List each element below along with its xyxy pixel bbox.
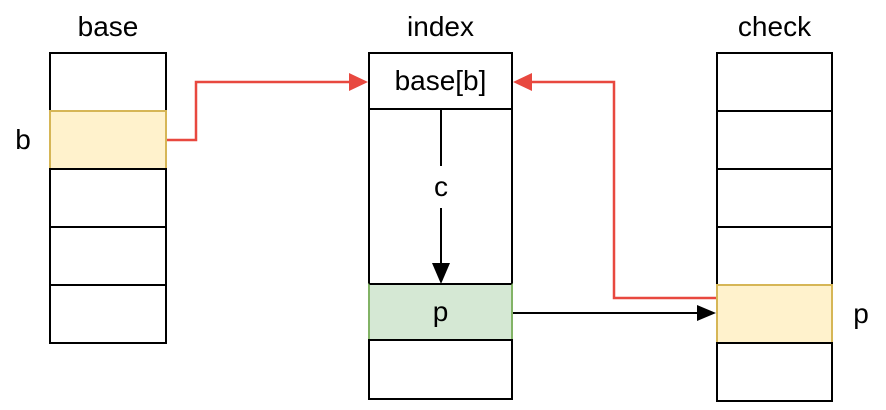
check-cell [716,342,833,402]
check-column-title: check [737,11,812,42]
check-cell [716,52,833,112]
base-row-label-b: b [15,124,31,155]
index-array: base[b] p [368,52,513,400]
base-cell-b-highlighted [49,110,167,170]
edge-label-c: c [424,166,458,208]
index-cell-p-highlighted: p [368,283,513,341]
arrowhead-right-icon [697,305,716,321]
arrowhead-left-icon [513,73,532,91]
index-cell [368,339,513,400]
check-array [716,52,833,402]
base-cell [49,226,167,286]
arrowhead-right-icon [349,73,368,91]
index-cell-base-b: base[b] [368,52,513,110]
base-cell [49,52,167,112]
check-cell [716,110,833,170]
edge-check-to-index [531,80,716,300]
base-array [49,52,167,344]
edge-base-to-index [167,80,350,142]
check-cell [716,168,833,228]
base-column-title: base [77,11,139,42]
base-cell [49,168,167,228]
index-column-title: index [407,11,474,42]
check-cell [716,226,833,286]
check-cell-p-highlighted [716,284,833,344]
check-row-label-p: p [853,298,869,329]
base-cell [49,284,167,344]
